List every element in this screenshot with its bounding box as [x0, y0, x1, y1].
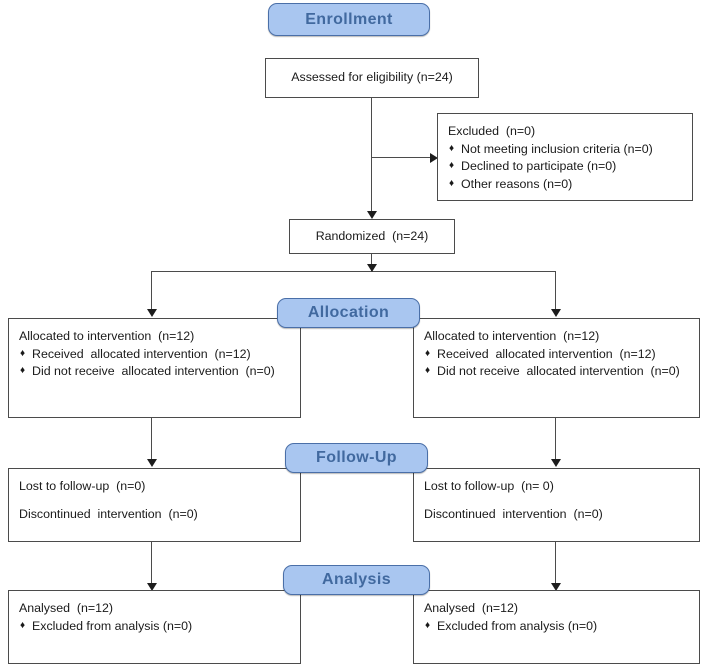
list-item: ♦ Did not receive allocated intervention … — [424, 363, 689, 381]
connector-allocation-to-followup-left — [151, 418, 153, 463]
arrow-followup-to-analysis-left — [147, 583, 157, 591]
spacer — [424, 496, 689, 506]
allocation-right-item-1: Did not receive allocated intervention (… — [437, 364, 680, 379]
excluded-item-1: Declined to participate (n=0) — [461, 159, 617, 174]
stage-banner-analysis: Analysis — [283, 565, 430, 595]
spacer — [19, 496, 290, 506]
diamond-bullet-icon: ♦ — [20, 347, 26, 359]
followup-box-left: Lost to follow-up (n=0) Discontinued int… — [8, 468, 301, 542]
followup-left-line-2: Discontinued intervention (n=0) — [19, 506, 198, 521]
diamond-bullet-icon: ♦ — [449, 160, 455, 172]
connector-split-left — [151, 271, 153, 311]
arrow-assessed-to-excluded — [430, 153, 438, 163]
list-item: ♦ Excluded from analysis (n=0) — [19, 618, 290, 636]
analysis-left-heading: Analysed (n=12) — [19, 601, 114, 615]
list-item: ♦ Received allocated intervention (n=12) — [424, 346, 689, 364]
analysis-box-right: Analysed (n=12) ♦ Excluded from analysis … — [413, 590, 700, 664]
connector-allocation-to-followup-right — [555, 418, 557, 463]
allocation-right-item-0: Received allocated intervention (n=12) — [437, 346, 656, 361]
arrow-randomized-center — [367, 264, 377, 272]
connector-assessed-to-randomized — [371, 98, 373, 213]
connector-split-right — [555, 271, 557, 311]
excluded-item-0: Not meeting inclusion criteria (n=0) — [461, 141, 653, 156]
allocation-left-item-1: Did not receive allocated intervention (… — [32, 364, 275, 379]
analysis-right-list: ♦ Excluded from analysis (n=0) — [424, 618, 689, 636]
allocation-left-heading: Allocated to intervention (n=12) — [19, 329, 195, 343]
connector-randomized-split — [151, 271, 556, 273]
list-item: ♦ Received allocated intervention (n=12) — [19, 346, 290, 364]
analysis-left-list: ♦ Excluded from analysis (n=0) — [19, 618, 290, 636]
assessed-for-eligibility-box: Assessed for eligibility (n=24) — [265, 58, 479, 98]
allocation-box-left: Allocated to intervention (n=12) ♦ Receiv… — [8, 318, 301, 418]
diamond-bullet-icon: ♦ — [449, 142, 455, 154]
followup-left-line-1: Lost to follow-up (n=0) — [19, 479, 146, 493]
analysis-left-item-0: Excluded from analysis (n=0) — [32, 618, 193, 633]
stage-banner-enrollment: Enrollment — [268, 3, 430, 36]
arrow-allocation-to-followup-left — [147, 459, 157, 467]
connector-followup-to-analysis-right — [555, 542, 557, 586]
connector-assessed-to-excluded — [372, 157, 433, 159]
allocation-right-list: ♦Received allocated intervention (n=12) … — [424, 346, 689, 381]
list-item: ♦ Other reasons (n=0) — [448, 176, 682, 194]
list-item: ♦ Did not receive allocated intervention … — [19, 363, 290, 381]
connector-randomized-stem — [371, 254, 373, 272]
list-item: ♦ Not meeting inclusion criteria (n=0) — [448, 141, 682, 159]
arrow-allocation-to-followup-right — [551, 459, 561, 467]
stage-banner-allocation: Allocation — [277, 298, 420, 328]
assessed-for-eligibility-text: Assessed for eligibility (n=24) — [291, 70, 453, 85]
followup-box-right: Lost to follow-up (n= 0) Discontinued in… — [413, 468, 700, 542]
allocation-box-right: Allocated to intervention (n=12) ♦ Receiv… — [413, 318, 700, 418]
allocation-left-item-0: Received allocated intervention (n=12) — [32, 346, 251, 361]
list-item: ♦ Declined to participate (n=0) — [448, 158, 682, 176]
randomized-box: Randomized (n=24) — [289, 219, 455, 254]
excluded-box: Excluded (n=0) ♦ Not meeting inclusion cr… — [437, 113, 693, 201]
stage-banner-enrollment-label: Enrollment — [305, 10, 393, 28]
diamond-bullet-icon: ♦ — [425, 619, 431, 631]
allocation-left-list: ♦Received allocated intervention (n=12) … — [19, 346, 290, 381]
arrow-split-right — [551, 309, 561, 317]
arrow-assessed-to-randomized — [367, 211, 377, 219]
stage-banner-analysis-label: Analysis — [321, 571, 391, 588]
followup-right-line-1: Lost to follow-up (n= 0) — [424, 479, 554, 493]
randomized-text: Randomized (n=24) — [315, 228, 429, 243]
arrow-split-left — [147, 309, 157, 317]
list-item: ♦ Excluded from analysis (n=0) — [424, 618, 689, 636]
stage-banner-allocation-label: Allocation — [307, 304, 390, 321]
allocation-right-heading: Allocated to intervention (n=12) — [424, 329, 600, 343]
analysis-right-heading: Analysed (n=12) — [424, 601, 519, 615]
followup-right-line-2: Discontinued intervention (n=0) — [424, 506, 603, 521]
analysis-right-item-0: Excluded from analysis (n=0) — [437, 618, 598, 633]
excluded-reason-list: ♦ Not meeting inclusion criteria (n=0) ♦ D… — [448, 141, 682, 194]
diamond-bullet-icon: ♦ — [425, 365, 431, 377]
diamond-bullet-icon: ♦ — [20, 365, 26, 377]
connector-followup-to-analysis-left — [151, 542, 153, 586]
analysis-box-left: Analysed (n=12) ♦ Excluded from analysis … — [8, 590, 301, 664]
diamond-bullet-icon: ♦ — [449, 177, 455, 189]
arrow-followup-to-analysis-right — [551, 583, 561, 591]
stage-banner-followup-label: Follow-Up — [316, 449, 397, 466]
diamond-bullet-icon: ♦ — [425, 347, 431, 359]
excluded-heading: Excluded (n=0) — [448, 124, 536, 138]
diamond-bullet-icon: ♦ — [20, 619, 26, 631]
excluded-item-2: Other reasons (n=0) — [461, 176, 573, 191]
stage-banner-followup: Follow-Up — [285, 443, 428, 473]
